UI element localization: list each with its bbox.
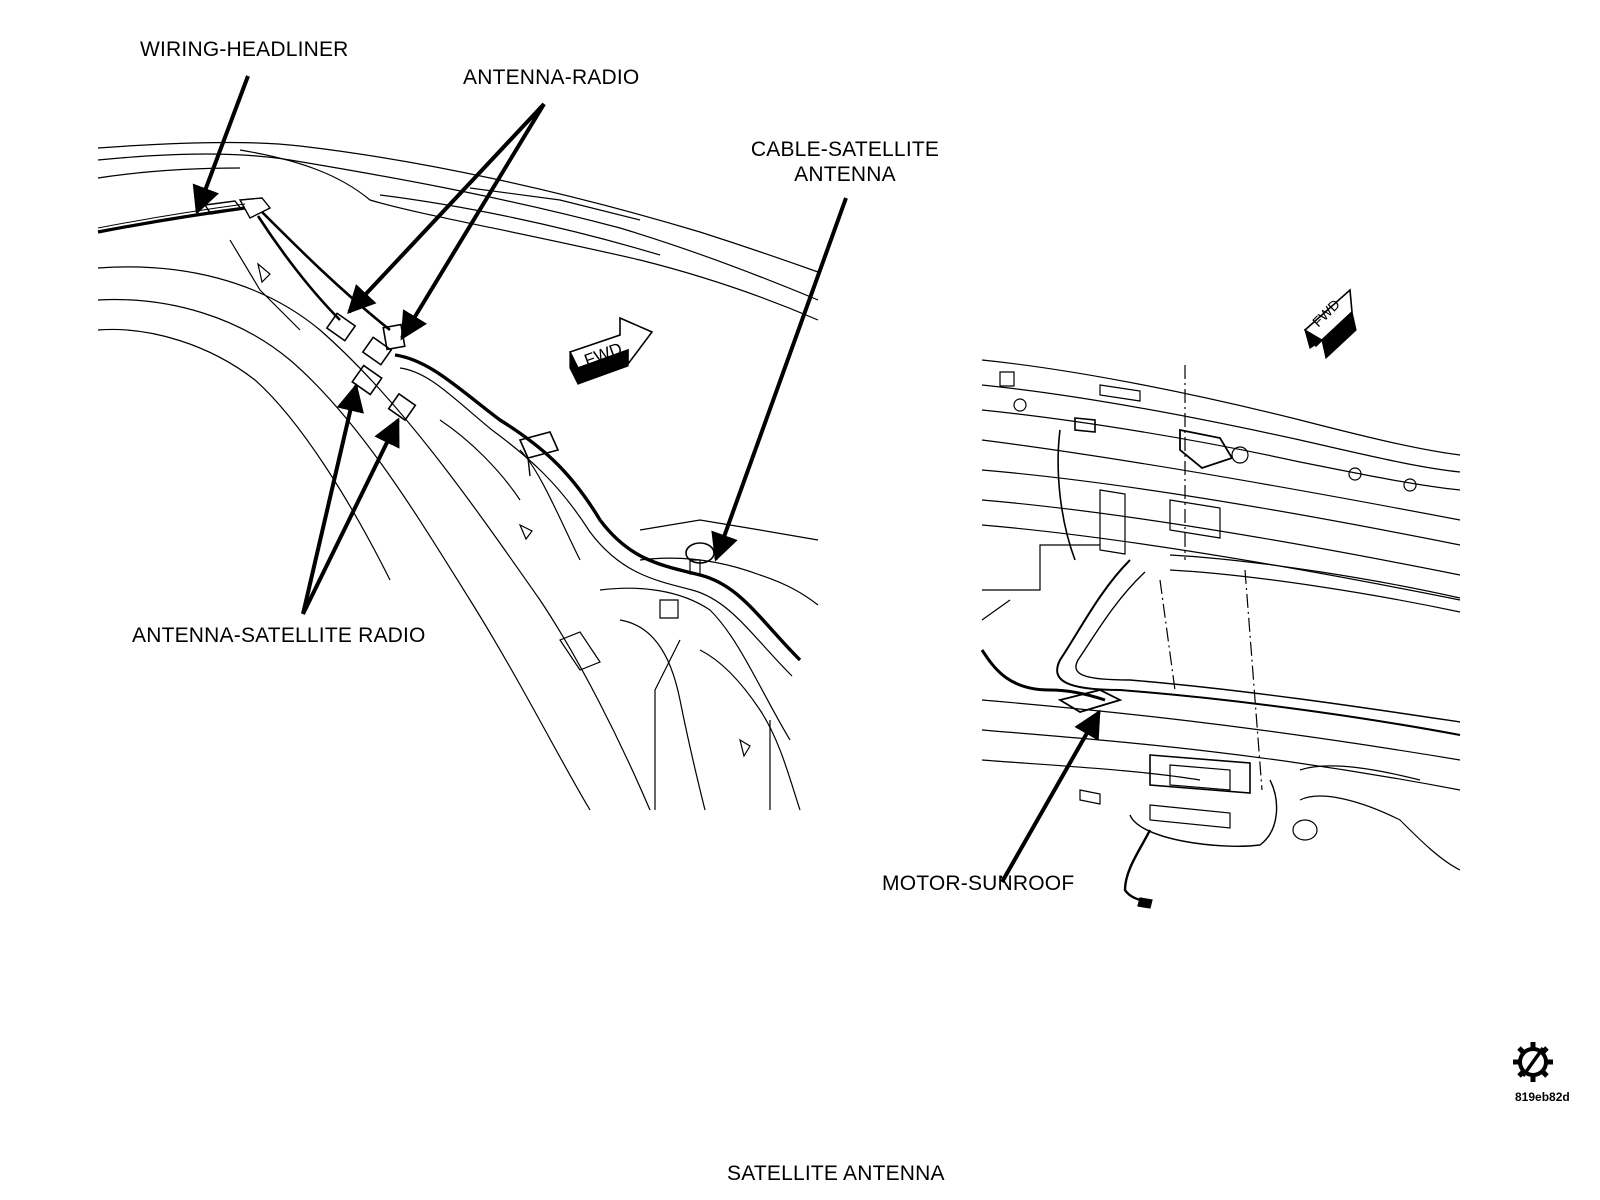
- antenna-radio-leader-2: [400, 102, 546, 341]
- antenna-radio-leader-1: [347, 102, 546, 315]
- antenna-satellite-leader-2: [301, 417, 400, 615]
- figure-caption: SATELLITE ANTENNA: [727, 1162, 945, 1185]
- label-cable-satellite-line2: ANTENNA: [794, 163, 896, 186]
- service-gear-icon: [1513, 1042, 1553, 1082]
- left-view: [97, 141, 819, 811]
- antenna-satellite-leader-1: [301, 383, 364, 615]
- right-view: [980, 288, 1461, 909]
- cable-satellite-leader: [711, 197, 848, 562]
- fwd-arrow-left: [568, 316, 654, 385]
- motor-sunroof-leader: [1000, 709, 1101, 883]
- label-antenna-radio: ANTENNA-RADIO: [463, 66, 640, 89]
- label-antenna-satellite-radio: ANTENNA-SATELLITE RADIO: [132, 624, 426, 647]
- label-motor-sunroof: MOTOR-SUNROOF: [882, 872, 1075, 895]
- label-cable-satellite-line1: CABLE-SATELLITE: [750, 138, 940, 161]
- label-wiring-headliner: WIRING-HEADLINER: [140, 38, 349, 61]
- figure-code: 819eb82d: [1515, 1090, 1570, 1104]
- leader-lines: [192, 75, 1101, 883]
- wiring-headliner-leader: [192, 75, 250, 215]
- fwd-arrow-right: [1303, 288, 1357, 360]
